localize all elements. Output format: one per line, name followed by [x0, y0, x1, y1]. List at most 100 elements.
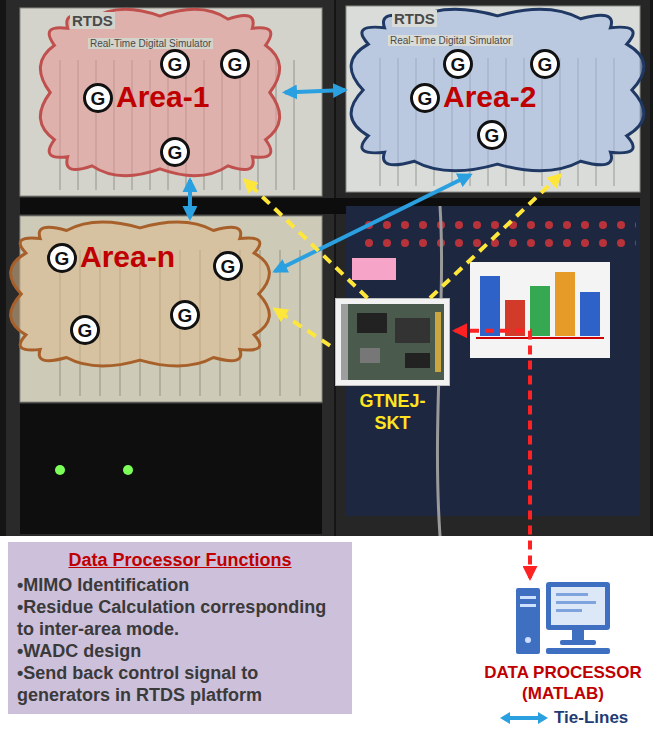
generator-circle: G: [70, 315, 100, 345]
chip: [357, 313, 387, 333]
rack-frame: [6, 0, 334, 536]
rack-label: Real-Time Digital Simulator: [388, 35, 513, 46]
monitor-stand: [572, 630, 584, 640]
rack-label: Real-Time Digital Simulator: [88, 38, 213, 49]
chart-bar: [555, 272, 575, 336]
circuit-board: [341, 304, 444, 380]
power-button: [525, 637, 531, 643]
chart-sheet: [470, 262, 610, 358]
area-name: Area-n: [80, 240, 175, 274]
generator-circle: G: [170, 300, 200, 330]
generator-letter: G: [451, 55, 466, 74]
label-holder: Real-Time Digital Simulator: [388, 30, 513, 48]
foam-block: [352, 258, 396, 280]
area-cloud: Area-2GGGG: [345, 5, 650, 175]
card-frame: [336, 299, 450, 386]
function-text: •MIMO Identification: [17, 574, 343, 596]
generator-circle: G: [443, 49, 473, 79]
generator-letter: G: [228, 55, 243, 74]
generator-circle: G: [530, 49, 560, 79]
photo-ground: [0, 0, 653, 536]
label-holder: RTDS: [392, 10, 437, 28]
legend-item: Tie-Lines: [500, 708, 628, 728]
screen-line: [556, 593, 588, 596]
legend-line: [508, 716, 540, 720]
card-name: GTNEJ-SKT: [353, 390, 433, 434]
status-led: [123, 465, 133, 475]
generator-circle: G: [160, 49, 190, 79]
control-signal-link: [275, 309, 330, 345]
generator-letter: G: [78, 321, 93, 340]
data-link: [455, 331, 530, 578]
generator-circle: G: [410, 83, 440, 113]
area-name: Area-2: [443, 80, 536, 114]
generator-letter: G: [538, 55, 553, 74]
area-name: Area-1: [116, 80, 209, 114]
generator-letter: G: [168, 143, 183, 162]
functions-panel: Data Processor Functions•MIMO Identifica…: [8, 542, 352, 714]
function-text: •Send back control signal to generators …: [17, 662, 343, 706]
monitor: [546, 582, 610, 630]
processor-name: DATA PROCESSOR (MATLAB): [478, 662, 648, 704]
generator-letter: G: [485, 126, 500, 145]
area-cloud: Area-1GGGG: [35, 5, 285, 180]
interface-card: GTNEJ-SKT: [330, 298, 455, 434]
chart-baseline: [476, 337, 604, 339]
chart-bar: [505, 300, 525, 336]
cloud-shape: [351, 9, 644, 170]
rack-frame: [336, 0, 650, 536]
status-led: [55, 465, 65, 475]
data-processor: DATA PROCESSOR (MATLAB): [478, 578, 648, 704]
cloud-shape: [40, 9, 279, 175]
label-holder: Real-Time Digital Simulator: [88, 33, 213, 51]
generator-letter: G: [221, 257, 236, 276]
chip: [395, 318, 430, 343]
monitor-base: [560, 640, 596, 645]
screen: [551, 587, 605, 625]
drive-slot: [520, 604, 536, 607]
rack-bay: [20, 404, 322, 534]
rack-label: RTDS: [392, 10, 437, 27]
generator-letter: G: [418, 89, 433, 108]
generator-circle: G: [47, 243, 77, 273]
jack-row: [356, 216, 636, 252]
chart-bar: [530, 286, 550, 336]
generator-circle: G: [477, 120, 507, 150]
area-cloud: Area-nGGGG: [5, 218, 275, 370]
legend-sample: [500, 711, 548, 725]
chart-bar: [580, 292, 600, 336]
card-bracket: [341, 304, 348, 380]
generator-circle: G: [160, 137, 190, 167]
screen-line: [556, 609, 582, 612]
tie-line: [275, 175, 470, 271]
generator-letter: G: [91, 89, 106, 108]
interface-card-picture: [335, 298, 450, 386]
screen-line: [556, 601, 596, 604]
tie-line: [285, 90, 345, 93]
tie-line: [188, 180, 192, 218]
function-text: •WADC design: [17, 640, 343, 662]
chip: [360, 348, 380, 363]
legend-arrowheads: [500, 712, 548, 724]
generator-circle: G: [213, 251, 243, 281]
simulator-chassis: [20, 8, 322, 196]
computer-icon: [514, 578, 612, 658]
generator-letter: G: [178, 306, 193, 325]
legend-text: Tie-Lines: [554, 708, 628, 728]
control-signal-link: [430, 175, 560, 298]
generator-letter: G: [168, 55, 183, 74]
rack-label: RTDS: [70, 12, 115, 29]
cloud-shape: [11, 222, 270, 366]
generator-circle: G: [220, 49, 250, 79]
panel-heading: Data Processor Functions: [17, 548, 343, 572]
chip: [405, 353, 430, 368]
drive-slot: [520, 596, 536, 599]
generator-letter: G: [55, 249, 70, 268]
keyboard: [546, 648, 610, 654]
function-text: •Residue Calculation corresponding to in…: [17, 596, 343, 640]
chart-bar: [480, 276, 500, 336]
generator-circle: G: [83, 83, 113, 113]
label-holder: RTDS: [70, 12, 115, 30]
card-connector: [435, 312, 441, 372]
